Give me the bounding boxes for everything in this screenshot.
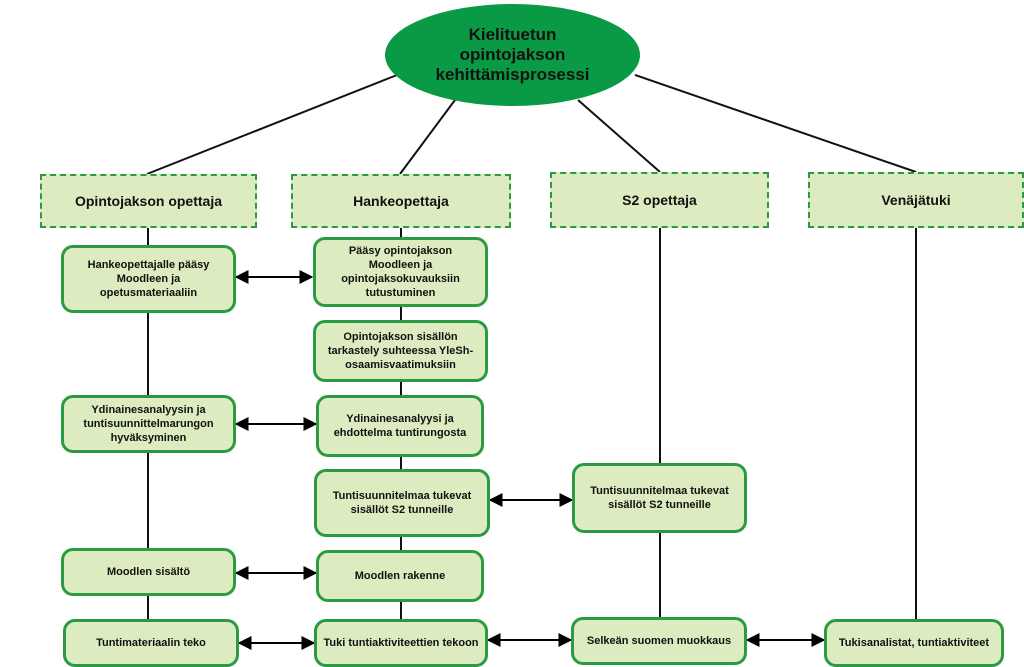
step-russian-word-lists: Tukisanalistat, tuntiaktiviteet — [824, 619, 1004, 667]
root-to-project-line — [399, 99, 456, 175]
step-project-core-analysis: Ydinainesanalyysi ja ehdottelma tuntirun… — [316, 395, 484, 457]
role-russian-support: Venäjätuki — [808, 172, 1024, 228]
step-teacher-material: Tuntimateriaalin teko — [63, 619, 239, 667]
root-to-russian-line — [634, 74, 917, 173]
root-to-s2-line — [577, 99, 661, 173]
step-teacher-moodle-access: Hankeopettajalle pääsy Moodleen ja opetu… — [61, 245, 236, 313]
step-project-content-review: Opintojakson sisällön tarkastely suhtees… — [313, 320, 488, 382]
step-project-activity-support: Tuki tuntiaktiviteettien tekoon — [314, 619, 488, 667]
role-course-teacher: Opintojakson opettaja — [40, 174, 257, 228]
step-project-moodle-access: Pääsy opintojakson Moodleen ja opintojak… — [313, 237, 488, 307]
root-title: Kielituetun opintojakson kehittämisprose… — [385, 4, 640, 106]
step-s2-plain-finnish: Selkeän suomen muokkaus — [571, 617, 747, 665]
step-teacher-approval: Ydinainesanalyysin ja tuntisuunnittelmar… — [61, 395, 236, 453]
step-project-s2-content: Tuntisuunnitelmaa tukevat sisällöt S2 tu… — [314, 469, 490, 537]
step-project-moodle-structure: Moodlen rakenne — [316, 550, 484, 602]
root-to-teacher-line — [146, 74, 398, 175]
step-s2-lesson-content: Tuntisuunnitelmaa tukevat sisällöt S2 tu… — [572, 463, 747, 533]
role-s2-teacher: S2 opettaja — [550, 172, 769, 228]
role-project-teacher: Hankeopettaja — [291, 174, 511, 228]
step-teacher-moodle-content: Moodlen sisältö — [61, 548, 236, 596]
